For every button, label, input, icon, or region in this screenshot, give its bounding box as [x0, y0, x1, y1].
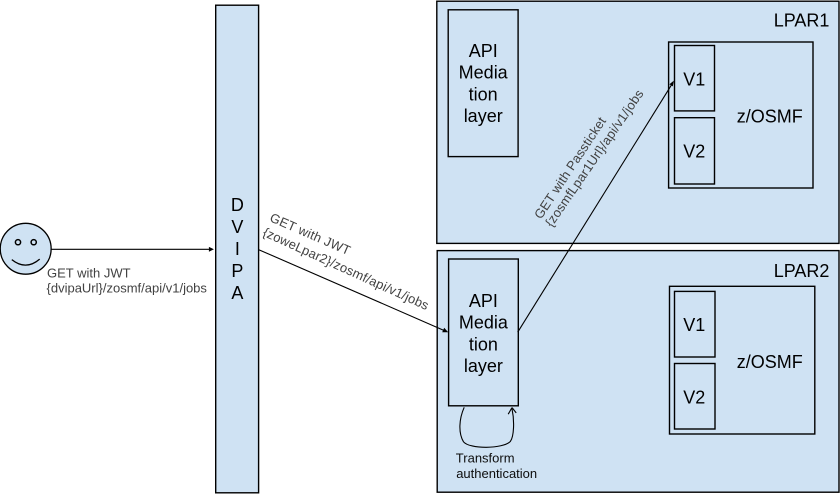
- svg-text:D: D: [231, 195, 244, 215]
- svg-text:tion: tion: [469, 334, 498, 354]
- svg-text:tion: tion: [469, 84, 498, 104]
- svg-text:A: A: [231, 283, 243, 303]
- svg-text:Media: Media: [459, 313, 509, 333]
- svg-text:V1: V1: [683, 315, 705, 335]
- svg-text:P: P: [231, 261, 243, 281]
- svg-text:Media: Media: [459, 63, 509, 83]
- svg-text:V2: V2: [683, 142, 705, 162]
- svg-text:V2: V2: [683, 387, 705, 407]
- svg-text:V: V: [231, 217, 243, 237]
- svg-text:API: API: [469, 41, 498, 61]
- svg-text:layer: layer: [464, 106, 503, 126]
- svg-text:{dvipaUrl}/zosmf/api/v1/jobs: {dvipaUrl}/zosmf/api/v1/jobs: [47, 281, 208, 296]
- svg-text:I: I: [235, 239, 240, 259]
- svg-text:Transform: Transform: [456, 451, 515, 466]
- svg-text:layer: layer: [464, 356, 503, 376]
- svg-text:V1: V1: [683, 70, 705, 90]
- svg-text:z/OSMF: z/OSMF: [737, 352, 803, 372]
- svg-text:authentication: authentication: [456, 466, 537, 481]
- svg-text:LPAR1: LPAR1: [774, 11, 830, 31]
- svg-text:LPAR2: LPAR2: [774, 261, 830, 281]
- svg-text:API: API: [469, 291, 498, 311]
- svg-text:GET with JWT: GET with JWT: [47, 265, 131, 280]
- svg-text:{zoweLpar2}/zosmf/api/v1/jobs: {zoweLpar2}/zosmf/api/v1/jobs: [261, 224, 432, 313]
- svg-text:z/OSMF: z/OSMF: [737, 106, 803, 126]
